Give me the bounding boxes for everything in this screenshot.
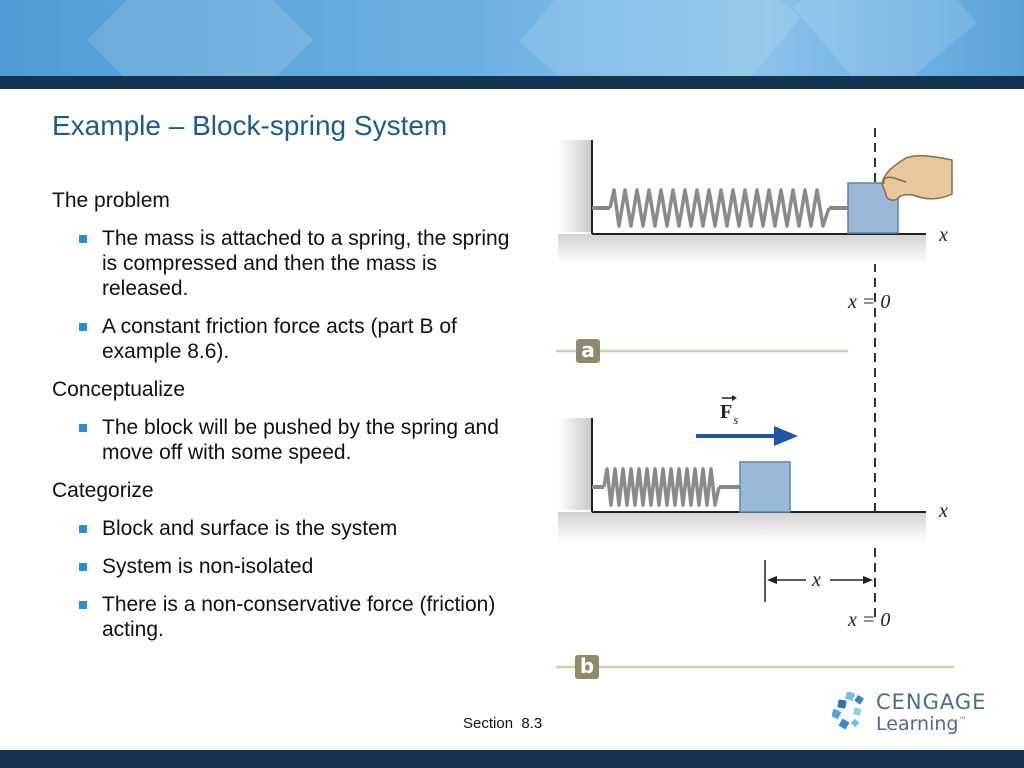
bullet-text: A constant friction force acts (part B o… <box>102 315 457 363</box>
wall <box>558 140 592 232</box>
bullet-square-icon <box>79 563 87 571</box>
displacement-arrowhead-left <box>767 576 777 584</box>
bullet-item: Block and surface is the system <box>52 516 512 541</box>
floor-shade <box>558 512 926 542</box>
slide-content: The problem The mass is attached to a sp… <box>52 188 512 655</box>
top-divider-bar <box>0 76 1024 89</box>
cengage-learning-logo: CENGAGE Learning™ <box>832 688 985 740</box>
bullet-item: There is a non-conservative force (frict… <box>52 592 512 642</box>
force-symbol: Fs <box>720 401 738 427</box>
bullet-text: There is a non-conservative force (frict… <box>102 593 496 641</box>
displacement-arrowhead-right <box>863 576 873 584</box>
hand-finger <box>882 176 907 185</box>
displacement-label: x <box>811 569 821 591</box>
logo-wordmark-top: CENGAGE <box>876 690 987 714</box>
banner-facet <box>519 0 801 76</box>
logo-learning-text: Learning <box>876 713 959 735</box>
panel-a-label: a <box>576 339 600 363</box>
bullet-square-icon <box>79 235 87 243</box>
spring-force-arrowhead <box>774 426 798 446</box>
section-number: Section 8.3 <box>463 715 543 732</box>
bullet-text: The mass is attached to a spring, the sp… <box>102 227 510 300</box>
panel-b: Fs x x x = 0 <box>556 395 954 669</box>
bullet-text: Block and surface is the system <box>102 517 398 540</box>
bullet-item: The block will be pushed by the spring a… <box>52 415 512 465</box>
cengage-logo-icon <box>832 692 864 730</box>
bullet-item: System is non-isolated <box>52 554 512 579</box>
bullet-text: System is non-isolated <box>102 555 314 578</box>
panel-b-label: b <box>575 655 599 679</box>
bullet-square-icon <box>79 525 87 533</box>
spring-coil <box>608 188 831 228</box>
force-vector-tip <box>732 395 737 401</box>
banner-facet <box>86 0 314 76</box>
spring-coil <box>602 467 721 507</box>
bullet-square-icon <box>79 424 87 432</box>
block-spring-figure: x x = 0 Fs x x x = 0 <box>550 120 970 690</box>
bottom-bar <box>0 750 1024 768</box>
slide-title: Example – Block-spring System <box>52 110 448 141</box>
section-heading: The problem <box>52 189 170 212</box>
x-axis-label: x <box>938 224 948 246</box>
wall <box>558 418 592 510</box>
logo-wordmark-bottom: Learning™ <box>876 713 967 735</box>
bullet-square-icon <box>79 601 87 609</box>
bullet-item: The mass is attached to a spring, the sp… <box>52 226 512 301</box>
x-axis-label: x <box>938 500 948 522</box>
section-heading: Conceptualize <box>52 378 186 401</box>
section-heading: Categorize <box>52 479 154 502</box>
x-zero-label: x = 0 <box>847 291 890 313</box>
floor-shade <box>558 234 926 264</box>
block <box>739 461 791 513</box>
top-banner <box>0 0 1024 76</box>
hand-icon <box>881 154 953 201</box>
banner-facet <box>793 0 977 76</box>
trademark-mark: ™ <box>958 715 967 725</box>
bullet-square-icon <box>79 323 87 331</box>
x-zero-label: x = 0 <box>847 609 890 631</box>
panel-a: x x = 0 <box>556 140 953 353</box>
bullet-text: The block will be pushed by the spring a… <box>102 416 499 464</box>
bullet-item: A constant friction force acts (part B o… <box>52 314 512 364</box>
block-spring-diagram: x x = 0 Fs x x x = 0 <box>556 128 954 669</box>
